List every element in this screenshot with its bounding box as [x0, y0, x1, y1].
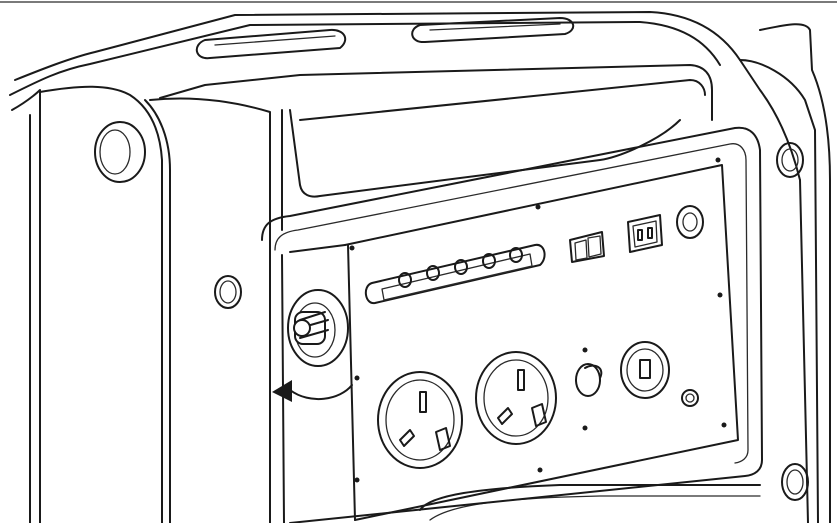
panel-screw [582, 425, 588, 431]
side-knob [94, 121, 146, 183]
fuse-cap [620, 341, 670, 399]
choke-lever [575, 363, 603, 397]
ac-outlet-icon [377, 351, 557, 469]
indicator-led [509, 247, 523, 263]
reset-button-icon [676, 205, 704, 239]
indicator-led [454, 259, 468, 275]
mounting-holes [214, 142, 809, 501]
dc-outlet-icon [627, 214, 663, 253]
rotation-arrow-icon [272, 380, 353, 402]
ground-terminal-icon [681, 389, 699, 407]
switch-icon [569, 231, 605, 263]
panel-screw [717, 292, 723, 298]
indicator-led [398, 272, 412, 288]
panel-screw [349, 245, 355, 251]
panel-screws [349, 157, 727, 483]
indicator-led [482, 253, 496, 269]
panel-screw [721, 422, 727, 428]
indicator-led [426, 265, 440, 281]
panel-screw [537, 467, 543, 473]
generator-housing [9, 11, 831, 523]
fuel-knob-icon [287, 289, 349, 367]
panel-screw [582, 347, 588, 353]
indicator-strip [364, 243, 546, 305]
panel-screw [354, 477, 360, 483]
panel-screw [715, 157, 721, 163]
panel-screw [354, 375, 360, 381]
panel-screw [535, 204, 541, 210]
